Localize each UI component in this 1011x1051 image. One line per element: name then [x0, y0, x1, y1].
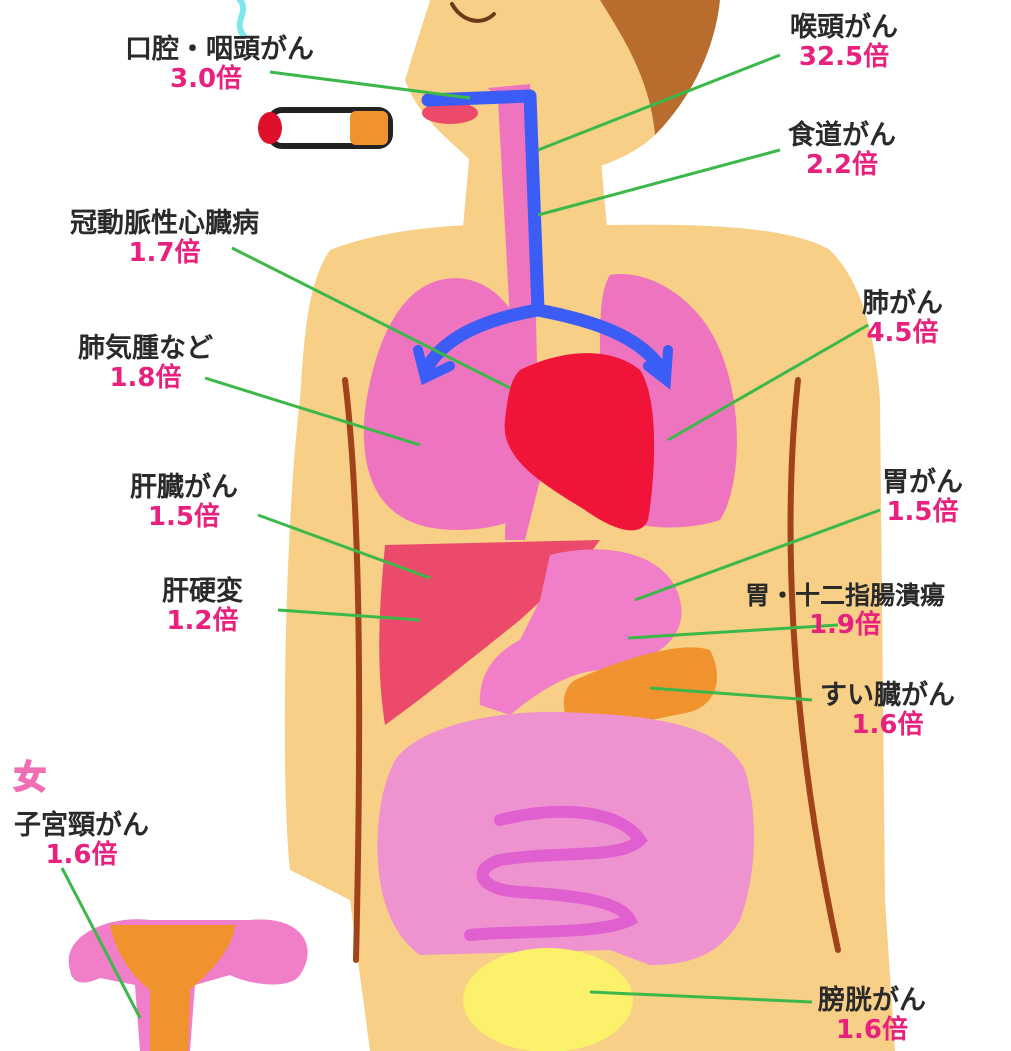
label-liver-cancer: 肝臓がん 1.5倍 [130, 472, 238, 533]
bladder [463, 948, 633, 1051]
disease-name: すい臓がん [820, 680, 955, 711]
risk-value: 1.7倍 [70, 239, 259, 269]
label-peptic-ulcer: 胃・十二指腸潰瘍 1.9倍 [745, 582, 945, 641]
risk-value: 1.5倍 [130, 503, 238, 533]
label-stomach-cancer: 胃がん 1.5倍 [882, 467, 963, 528]
label-bladder-cancer: 膀胱がん 1.6倍 [818, 985, 926, 1046]
label-lung-cancer: 肺がん 4.5倍 [862, 288, 943, 349]
label-emphysema: 肺気腫など 1.8倍 [78, 333, 213, 394]
risk-value: 1.5倍 [882, 498, 963, 528]
risk-value: 32.5倍 [790, 43, 898, 73]
disease-name: 喉頭がん [790, 12, 898, 43]
disease-name: 肺がん [862, 288, 943, 319]
uterus-body [110, 925, 235, 1051]
disease-name: 食道がん [788, 120, 896, 151]
label-pancreatic-cancer: すい臓がん 1.6倍 [820, 680, 955, 741]
risk-value: 1.2倍 [162, 607, 243, 637]
label-cervical-cancer: 子宮頸がん 1.6倍 [14, 810, 149, 871]
disease-name: 冠動脈性心臓病 [70, 208, 259, 239]
label-coronary-heart-disease: 冠動脈性心臓病 1.7倍 [70, 208, 259, 269]
label-mouth-pharynx-cancer: 口腔・咽頭がん 3.0倍 [125, 34, 314, 95]
risk-value: 1.8倍 [78, 364, 213, 394]
risk-value: 1.6倍 [818, 1016, 926, 1046]
label-larynx-cancer: 喉頭がん 32.5倍 [790, 12, 898, 73]
disease-name: 子宮頸がん [14, 810, 149, 841]
risk-value: 4.5倍 [862, 319, 943, 349]
disease-name: 胃・十二指腸潰瘍 [745, 582, 945, 611]
label-cirrhosis: 肝硬変 1.2倍 [162, 576, 243, 637]
risk-value: 3.0倍 [170, 65, 314, 95]
risk-value: 1.9倍 [745, 611, 945, 641]
disease-name: 膀胱がん [818, 985, 926, 1016]
risk-value: 1.6倍 [820, 711, 955, 741]
disease-name: 肺気腫など [78, 333, 213, 364]
smoke-icon [240, 0, 244, 36]
risk-value: 1.6倍 [14, 841, 149, 871]
cigarette-icon [258, 110, 390, 146]
disease-name: 胃がん [882, 467, 963, 498]
disease-name: 肝硬変 [162, 576, 243, 607]
female-icon: 女 [14, 752, 46, 798]
disease-name: 口腔・咽頭がん [125, 34, 314, 65]
label-esophageal-cancer: 食道がん 2.2倍 [788, 120, 896, 181]
disease-name: 肝臓がん [130, 472, 238, 503]
risk-value: 2.2倍 [788, 151, 896, 181]
